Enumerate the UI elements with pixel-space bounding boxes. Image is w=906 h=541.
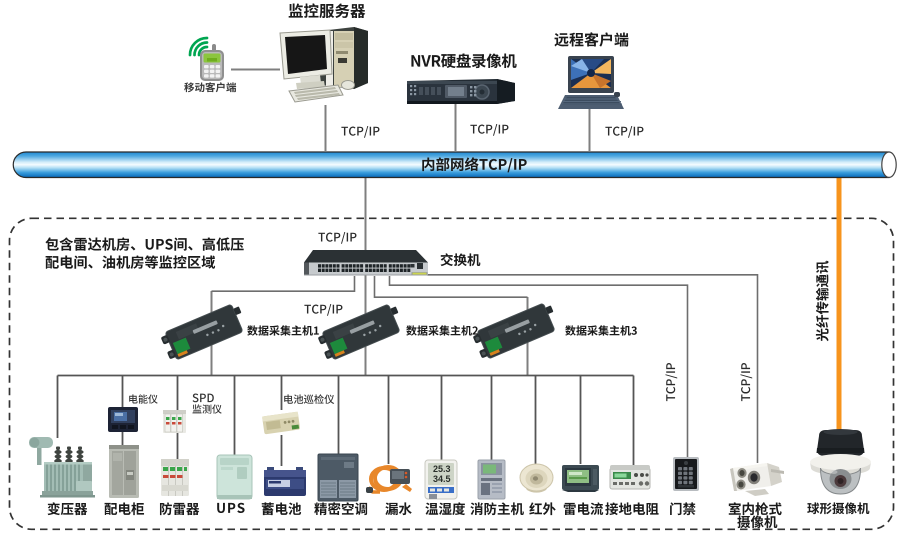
svg-text:34.5: 34.5 xyxy=(433,474,451,484)
svg-text:25.3: 25.3 xyxy=(433,464,451,474)
